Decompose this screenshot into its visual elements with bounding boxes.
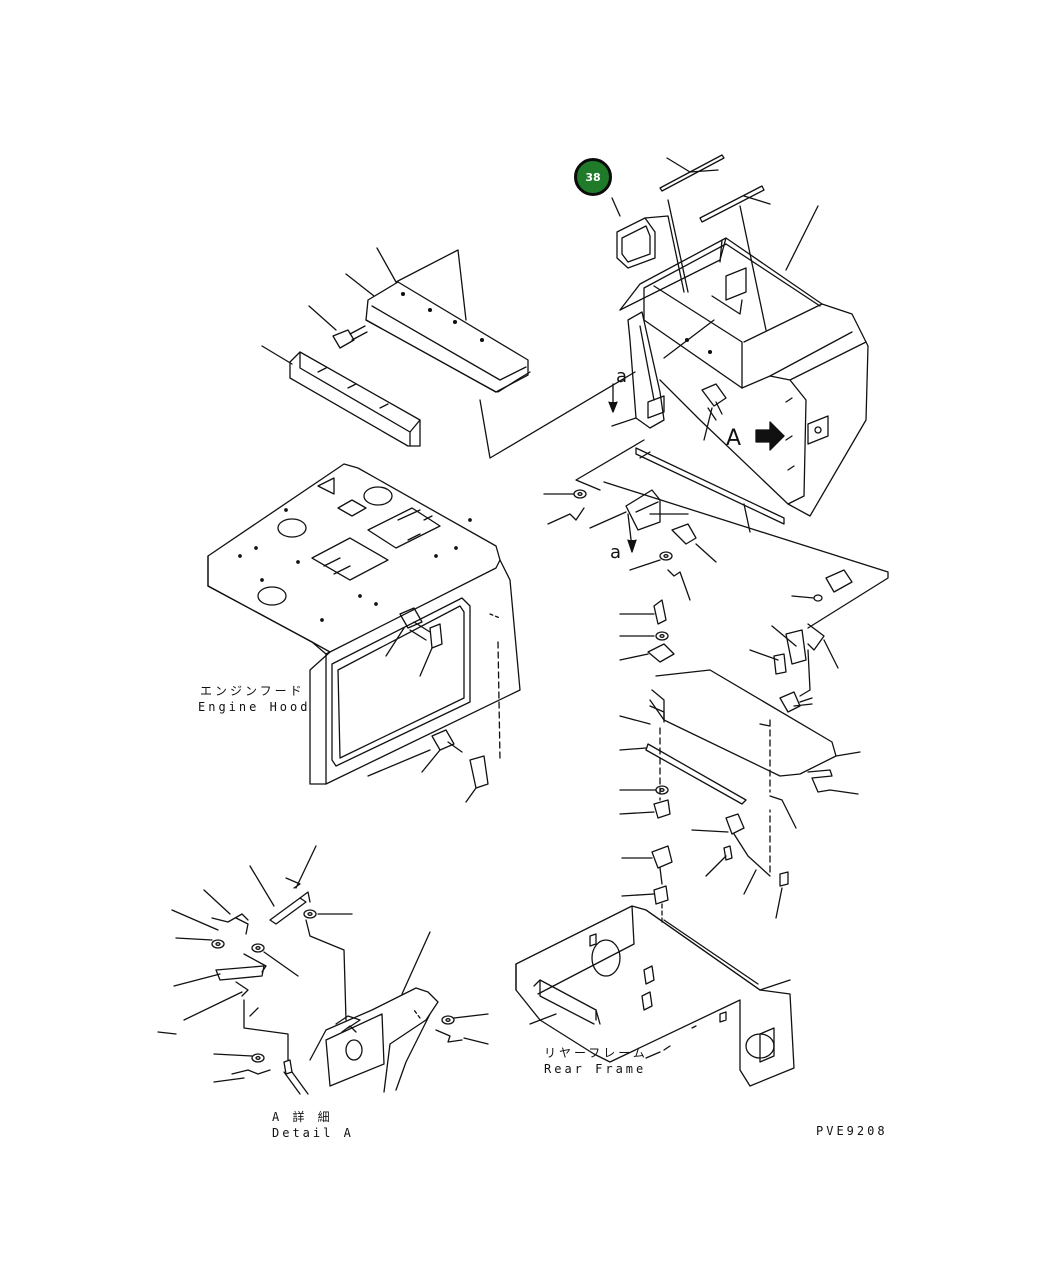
callout-badge-38[interactable]: 38 (574, 158, 612, 196)
detail-a (157, 845, 489, 1095)
upper-left-parts (261, 247, 636, 459)
flap-cover (619, 599, 861, 923)
upper-right-hood-cover (608, 154, 869, 533)
rear-frame (515, 905, 795, 1087)
engine-hood-jp-label: エンジンフード (200, 684, 305, 698)
detail-a-jp-label: A 詳 細 (272, 1110, 333, 1124)
engine-hood-en-label: Engine Hood (198, 700, 311, 714)
drawing-code: PVE9208 (816, 1124, 888, 1138)
arrow-a-label-upper: a (616, 366, 628, 387)
arrow-a-label-lower: a (610, 542, 622, 563)
engine-hood (207, 463, 521, 803)
rear-frame-jp-label: リヤーフレーム (544, 1046, 648, 1060)
detail-a-en-label: Detail A (272, 1126, 354, 1140)
rear-frame-en-label: Rear Frame (544, 1062, 647, 1076)
latch-hardware (543, 439, 889, 713)
view-a-marker: A (726, 426, 742, 451)
